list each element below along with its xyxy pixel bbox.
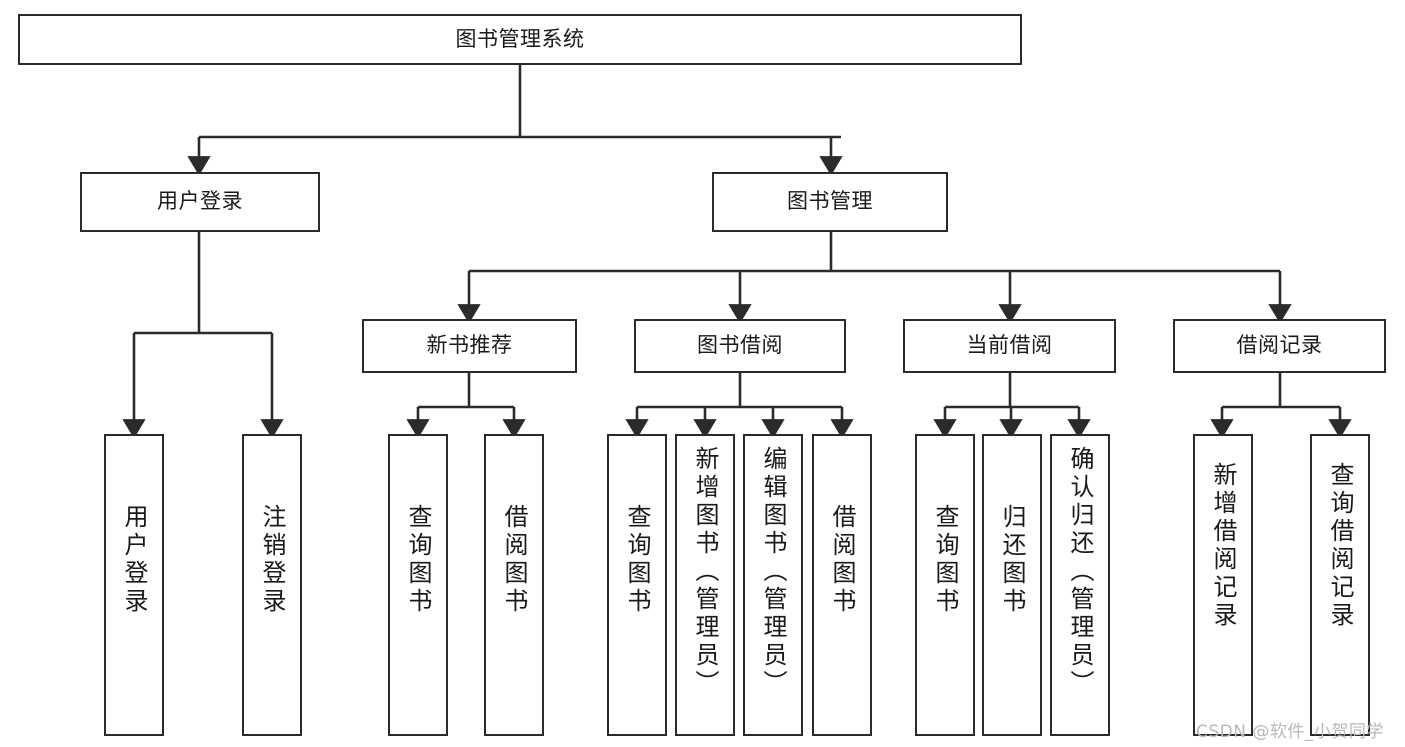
leaf-borrow-record-0[interactable]: 新增借阅记录	[1193, 434, 1253, 736]
node-user-login[interactable]: 用户登录	[80, 172, 320, 232]
leaf-label: 借阅图书	[828, 504, 856, 616]
leaf-label: 新增借阅记录	[1209, 462, 1237, 630]
leaf-user-login-1[interactable]: 注销登录	[242, 434, 302, 736]
node-book-manage[interactable]: 图书管理	[712, 172, 948, 232]
leaf-label: 借阅图书	[500, 504, 528, 616]
leaf-current-borrow-0[interactable]: 查询图书	[915, 434, 975, 736]
node-root-label: 图书管理系统	[455, 26, 585, 51]
leaf-current-borrow-2[interactable]: 确认归还（管理员）	[1050, 434, 1110, 736]
leaf-label: 确认归还（管理员）	[1066, 446, 1094, 698]
leaf-book-borrow-3[interactable]: 借阅图书	[812, 434, 872, 736]
leaf-book-borrow-0[interactable]: 查询图书	[607, 434, 667, 736]
leaf-current-borrow-1[interactable]: 归还图书	[982, 434, 1042, 736]
leaf-label: 查询图书	[931, 504, 959, 616]
leaf-label: 用户登录	[120, 504, 148, 616]
leaf-book-borrow-2[interactable]: 编辑图书（管理员）	[743, 434, 803, 736]
node-book-borrow[interactable]: 图书借阅	[634, 319, 846, 373]
leaf-label: 归还图书	[998, 504, 1026, 616]
node-new-book-rec[interactable]: 新书推荐	[362, 319, 577, 373]
node-book-borrow-label: 图书借阅	[697, 333, 783, 358]
node-current-borrow[interactable]: 当前借阅	[903, 319, 1116, 373]
csdn-watermark: CSDN @软件_小贺同学	[1196, 722, 1384, 742]
node-borrow-record[interactable]: 借阅记录	[1173, 319, 1386, 373]
leaf-label: 查询图书	[404, 504, 432, 616]
leaf-borrow-record-1[interactable]: 查询借阅记录	[1310, 434, 1370, 736]
leaf-label: 查询图书	[623, 504, 651, 616]
leaf-user-login-0[interactable]: 用户登录	[104, 434, 164, 736]
node-root[interactable]: 图书管理系统	[18, 14, 1022, 65]
leaf-label: 查询借阅记录	[1326, 462, 1354, 630]
node-borrow-record-label: 借阅记录	[1236, 333, 1323, 358]
node-new-book-rec-label: 新书推荐	[426, 333, 513, 358]
leaf-new-book-rec-0[interactable]: 查询图书	[388, 434, 448, 736]
node-user-login-label: 用户登录	[157, 189, 243, 214]
leaf-label: 注销登录	[258, 504, 286, 616]
leaf-book-borrow-1[interactable]: 新增图书（管理员）	[675, 434, 735, 736]
node-current-borrow-label: 当前借阅	[966, 333, 1053, 358]
leaf-new-book-rec-1[interactable]: 借阅图书	[484, 434, 544, 736]
node-book-manage-label: 图书管理	[787, 189, 873, 214]
leaf-label: 编辑图书（管理员）	[759, 446, 787, 698]
leaf-label: 新增图书（管理员）	[691, 446, 719, 698]
